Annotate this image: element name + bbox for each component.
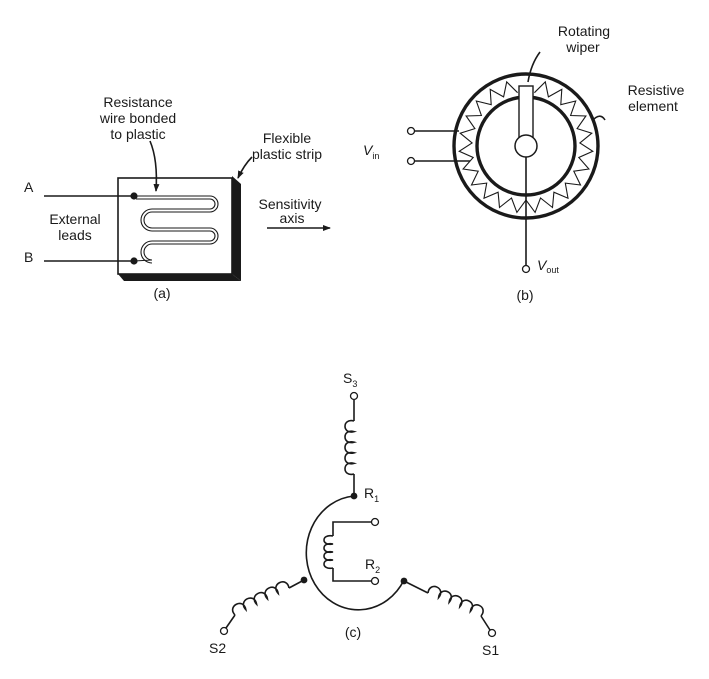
s1-lead-outer	[480, 615, 491, 631]
r1-label-main: R	[364, 485, 374, 501]
flexible-label-line2: plastic strip	[252, 146, 322, 162]
vout-label: Vout	[537, 257, 559, 275]
resistance-label-line2: wire bonded	[99, 110, 176, 126]
plastic-strip-edge	[232, 176, 241, 281]
s1-lead-inner	[403, 580, 429, 594]
panel-a-strain-gauge: Resistance wire bonded to plastic Flexib…	[24, 94, 331, 301]
lead-a-label: A	[24, 179, 34, 195]
resistive-label-line2: element	[628, 98, 678, 114]
r1-label-sub: 1	[374, 494, 379, 504]
panel-c-synchro: S3 R1 R2 S2 S1 (c)	[209, 370, 499, 658]
vin-label-main: V	[363, 142, 374, 158]
resistive-label-line1: Resistive	[628, 82, 685, 98]
external-leads-line2: leads	[58, 227, 91, 243]
vout-label-sub: out	[546, 265, 559, 275]
resistance-wire-inner	[136, 198, 216, 264]
s2-terminal	[219, 626, 229, 636]
r1-junction	[350, 492, 358, 500]
stator-arc	[305, 495, 405, 611]
s3-label-main: S	[343, 370, 352, 386]
panel-c-caption: (c)	[345, 624, 361, 640]
lead-b-label: B	[24, 249, 33, 265]
rotor-lead-top	[332, 521, 372, 536]
vout-label-main: V	[537, 257, 548, 273]
rotor-lead-bottom	[332, 568, 372, 582]
resistance-label-line3: to plastic	[110, 126, 165, 142]
s1-label-sub: 1	[491, 642, 499, 658]
vin-label: Vin	[363, 142, 379, 161]
vin-terminal-bottom	[406, 156, 416, 166]
s3-terminal	[349, 391, 359, 401]
r2-label-main: R	[365, 556, 375, 572]
vout-terminal	[521, 264, 531, 274]
sensitivity-label-line2: axis	[280, 210, 305, 226]
s1-coil	[427, 585, 484, 617]
r1-label: R1	[364, 485, 379, 504]
panel-b-potentiometer: Rotating wiper Resistive element Vin Vou…	[363, 23, 685, 303]
resistance-wire-pointer	[149, 140, 160, 192]
s1-label: S1	[482, 642, 499, 658]
wiper-pointer	[527, 51, 541, 83]
panel-a-caption: (a)	[153, 285, 170, 301]
sensitivity-label-line1: Sensitivity	[258, 196, 321, 212]
s2-coil	[231, 581, 290, 616]
s2-lead-outer	[225, 614, 236, 629]
s2-lead-inner	[288, 579, 305, 589]
plastic-strip-edge-bottom	[118, 274, 241, 281]
resistive-element-pointer	[591, 115, 606, 122]
rotor-terminal-bottom	[370, 576, 380, 586]
rotating-label-line1: Rotating	[558, 23, 610, 39]
panel-b-caption: (b)	[516, 287, 533, 303]
vin-terminal-top	[406, 126, 416, 136]
wiper-hub	[514, 134, 538, 158]
s3-label: S3	[343, 370, 357, 389]
resistance-label-line1: Resistance	[103, 94, 172, 110]
rotating-label-line2: wiper	[565, 39, 600, 55]
s1-label-main: S	[482, 642, 491, 658]
s3-coil	[344, 419, 358, 476]
flexible-label-line1: Flexible	[263, 130, 311, 146]
s2-label-main: S	[209, 640, 218, 656]
s2-label: S2	[209, 640, 226, 656]
s2-label-sub: 2	[218, 640, 226, 656]
vin-label-sub: in	[372, 151, 379, 161]
r2-label: R2	[365, 556, 380, 575]
r2-label-sub: 2	[375, 565, 380, 575]
rotor-terminal-top	[370, 517, 380, 527]
s1-terminal	[487, 628, 497, 638]
rotor-coil	[323, 534, 334, 570]
resistance-wire-outer	[133, 195, 219, 262]
external-leads-line1: External	[49, 211, 100, 227]
flexible-strip-pointer	[237, 156, 253, 179]
s3-label-sub: 3	[352, 379, 357, 389]
plastic-strip	[117, 177, 233, 275]
